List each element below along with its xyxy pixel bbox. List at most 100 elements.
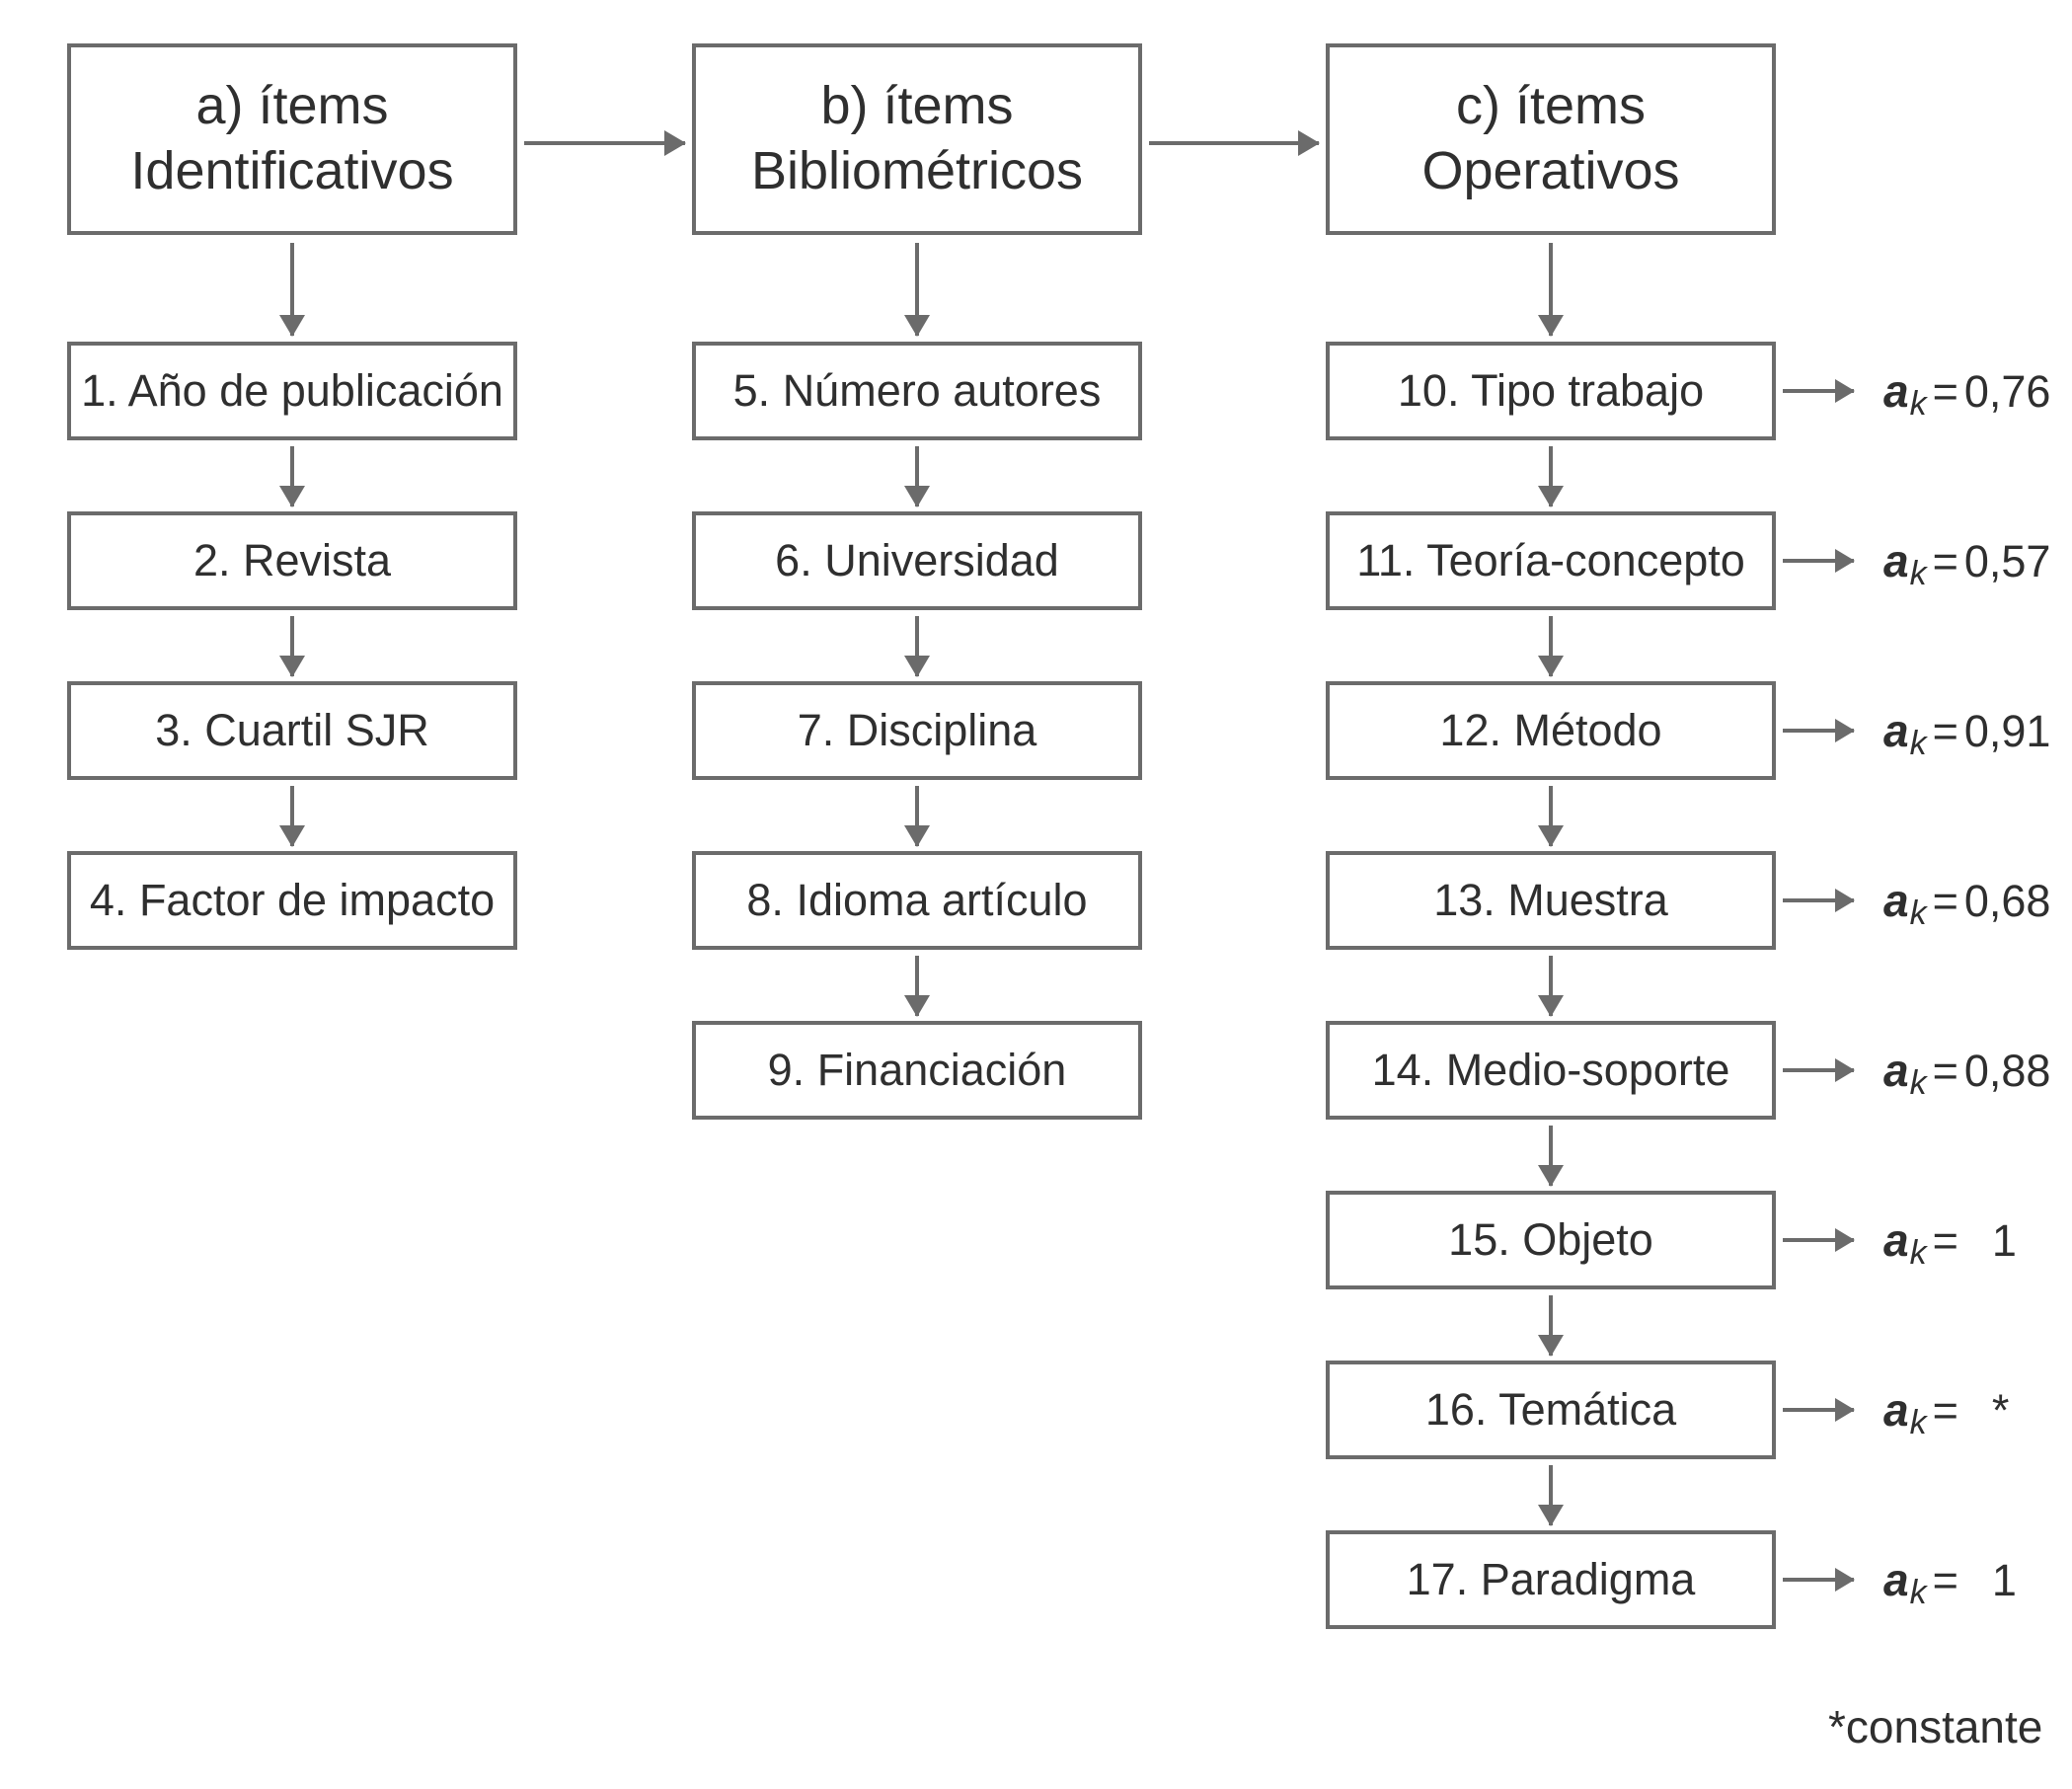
item-box-4-label: 4. Factor de impacto [89,875,496,925]
arrow-header-b-to-c [1149,141,1319,145]
item-box-14-label: 14. Medio-soporte [1371,1045,1730,1095]
arrow-item-7-to-8 [915,786,919,846]
item-box-5[interactable]: 5. Número autores [692,342,1142,440]
arrow-item-16-to-17 [1549,1465,1553,1525]
alpha-symbol-11: a [1883,535,1909,586]
arrow-item-2-to-3 [290,616,294,676]
alpha-value-16: * [1991,1385,2010,1436]
arrow-item-11-to-12 [1549,616,1553,676]
arrow-item-12-to-13 [1549,786,1553,846]
item-box-11[interactable]: 11. Teoría-concepto [1326,511,1776,610]
alpha-symbol-10: a [1883,365,1909,417]
item-box-16-label: 16. Temática [1424,1384,1677,1435]
footnote-constante: *constante [1828,1701,2043,1752]
alpha-equals-15: = [1932,1215,1958,1266]
arrow-to-alpha-11 [1783,559,1854,563]
item-box-10-label: 10. Tipo trabajo [1397,365,1705,416]
header-c-line2: Operativos [1421,141,1680,200]
alpha-symbol-12: a [1883,705,1909,756]
item-box-10[interactable]: 10. Tipo trabajo [1326,342,1776,440]
arrow-to-alpha-13 [1783,898,1854,902]
item-box-4[interactable]: 4. Factor de impacto [67,851,517,950]
arrow-item-3-to-4 [290,786,294,846]
arrow-item-14-to-15 [1549,1126,1553,1186]
item-box-13[interactable]: 13. Muestra [1326,851,1776,950]
alpha-equals-17: = [1932,1555,1958,1605]
item-box-12[interactable]: 12. Método [1326,681,1776,780]
alpha-value-14: 0,88 [1963,1046,2051,1096]
item-box-1[interactable]: 1. Año de publicación [67,342,517,440]
header-a-line1: a) ítems [195,76,389,136]
arrow-item-13-to-14 [1549,956,1553,1016]
header-box-c[interactable]: c) ítems Operativos [1326,43,1776,235]
header-box-a-text: a) ítems Identificativos [120,74,463,204]
item-box-7[interactable]: 7. Disciplina [692,681,1142,780]
item-box-11-label: 11. Teoría-concepto [1356,535,1745,585]
header-box-a[interactable]: a) ítems Identificativos [67,43,517,235]
alpha-subscript-13: k [1909,894,1927,932]
alpha-equals-10: = [1932,366,1958,417]
alpha-value-17: 1 [1991,1555,2017,1605]
arrow-item-5-to-6 [915,446,919,506]
item-box-7-label: 7. Disciplina [797,705,1037,755]
arrow-to-alpha-15 [1783,1238,1854,1242]
item-box-6[interactable]: 6. Universidad [692,511,1142,610]
item-box-16[interactable]: 16. Temática [1326,1361,1776,1459]
item-box-8[interactable]: 8. Idioma artículo [692,851,1142,950]
item-box-2-label: 2. Revista [192,535,392,585]
arrow-item-15-to-16 [1549,1295,1553,1356]
arrow-item-6-to-7 [915,616,919,676]
item-box-3[interactable]: 3. Cuartil SJR [67,681,517,780]
alpha-equals-16: = [1932,1385,1958,1436]
item-box-15-label: 15. Objeto [1448,1214,1653,1265]
arrow-to-alpha-12 [1783,729,1854,733]
item-box-9[interactable]: 9. Financiación [692,1021,1142,1120]
arrow-item-10-to-11 [1549,446,1553,506]
alpha-equals-14: = [1932,1046,1958,1096]
alpha-subscript-10: k [1909,385,1927,423]
arrow-header-a-to-item1 [290,243,294,336]
item-box-5-label: 5. Número autores [732,365,1102,416]
alpha-value-11: 0,57 [1963,536,2051,586]
alpha-equals-13: = [1932,876,1958,926]
item-box-17[interactable]: 17. Paradigma [1326,1530,1776,1629]
item-box-15[interactable]: 15. Objeto [1326,1191,1776,1289]
alpha-subscript-16: k [1909,1404,1927,1441]
alpha-value-12: 0,91 [1963,706,2051,756]
arrow-to-alpha-10 [1783,389,1854,393]
header-b-line1: b) ítems [820,76,1014,136]
alpha-equals-11: = [1932,536,1958,586]
alpha-value-10: 0,76 [1963,366,2051,417]
arrow-header-c-to-item10 [1549,243,1553,336]
alpha-subscript-17: k [1909,1574,1927,1611]
alpha-symbol-15: a [1883,1214,1909,1266]
item-box-2[interactable]: 2. Revista [67,511,517,610]
item-box-6-label: 6. Universidad [775,535,1059,585]
header-box-c-text: c) ítems Operativos [1412,74,1689,204]
alpha-subscript-14: k [1909,1064,1927,1102]
item-box-3-label: 3. Cuartil SJR [155,705,429,755]
arrow-item-8-to-9 [915,956,919,1016]
item-box-8-label: 8. Idioma artículo [746,875,1088,925]
alpha-subscript-11: k [1909,555,1927,592]
alpha-symbol-17: a [1883,1554,1909,1605]
alpha-subscript-12: k [1909,725,1927,762]
alpha-equals-12: = [1932,706,1958,756]
alpha-subscript-15: k [1909,1234,1927,1272]
arrow-item-1-to-2 [290,446,294,506]
alpha-value-15: 1 [1991,1215,2017,1266]
item-box-1-label: 1. Año de publicación [81,365,503,416]
header-c-line1: c) ítems [1455,76,1646,136]
arrow-to-alpha-17 [1783,1578,1854,1582]
header-box-b[interactable]: b) ítems Bibliométricos [692,43,1142,235]
item-box-14[interactable]: 14. Medio-soporte [1326,1021,1776,1120]
arrow-header-a-to-b [524,141,685,145]
alpha-symbol-13: a [1883,875,1909,926]
